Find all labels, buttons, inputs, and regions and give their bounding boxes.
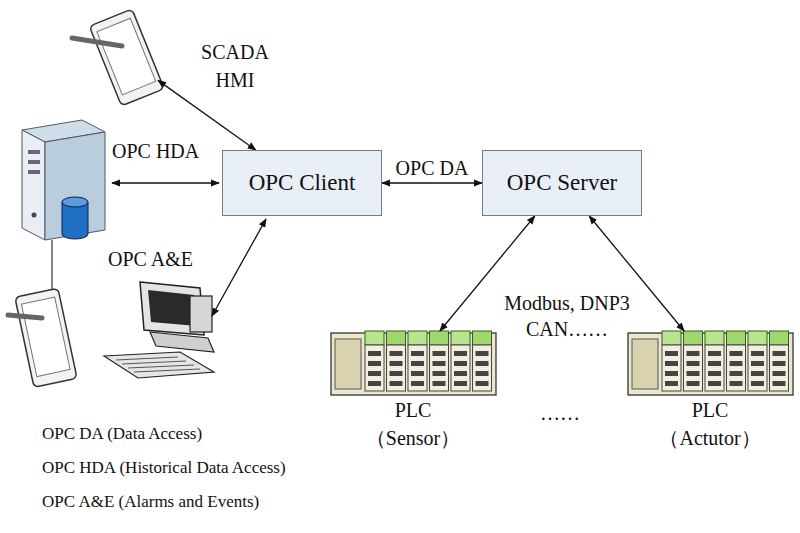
device-label: PLC （Actutor）: [640, 396, 780, 452]
device-node: SCADA HMI: [98, 12, 158, 106]
acronym-note: OPC A&E (Alarms and Events): [42, 492, 259, 512]
stylus: [8, 315, 42, 318]
server-icon: [22, 120, 105, 240]
annotation-label: OPC A&E: [108, 248, 193, 271]
acronym-note: OPC HDA (Historical Data Access): [42, 458, 286, 478]
process-box: OPC Server: [482, 150, 642, 216]
stylus: [72, 38, 122, 46]
device-node: PLC （Sensor）: [331, 331, 496, 395]
process-box: OPC Client: [222, 150, 382, 216]
tablet-icon: [15, 288, 77, 387]
edge-label: OPC DA: [396, 157, 469, 180]
box-label: OPC Server: [507, 170, 618, 196]
ae-arrow: [212, 219, 266, 316]
plc-rack: [628, 331, 793, 395]
box-label: OPC Client: [249, 170, 356, 196]
device-node: PLC （Actutor）: [628, 331, 793, 395]
plc-rack: [331, 331, 496, 395]
acronym-note: OPC DA (Data Access): [42, 424, 202, 444]
connector-arrow: [382, 182, 482, 183]
hda-arrow: [112, 182, 219, 183]
computer-icon: [104, 282, 214, 378]
device-label: PLC （Sensor）: [353, 396, 473, 452]
tablet-icon: [89, 9, 164, 106]
annotation-label: Modbus, DNP3 CAN……: [492, 290, 642, 342]
device-label: SCADA HMI: [190, 38, 280, 94]
annotation-label: OPC HDA: [112, 140, 199, 163]
annotation-label: ……: [540, 402, 580, 425]
